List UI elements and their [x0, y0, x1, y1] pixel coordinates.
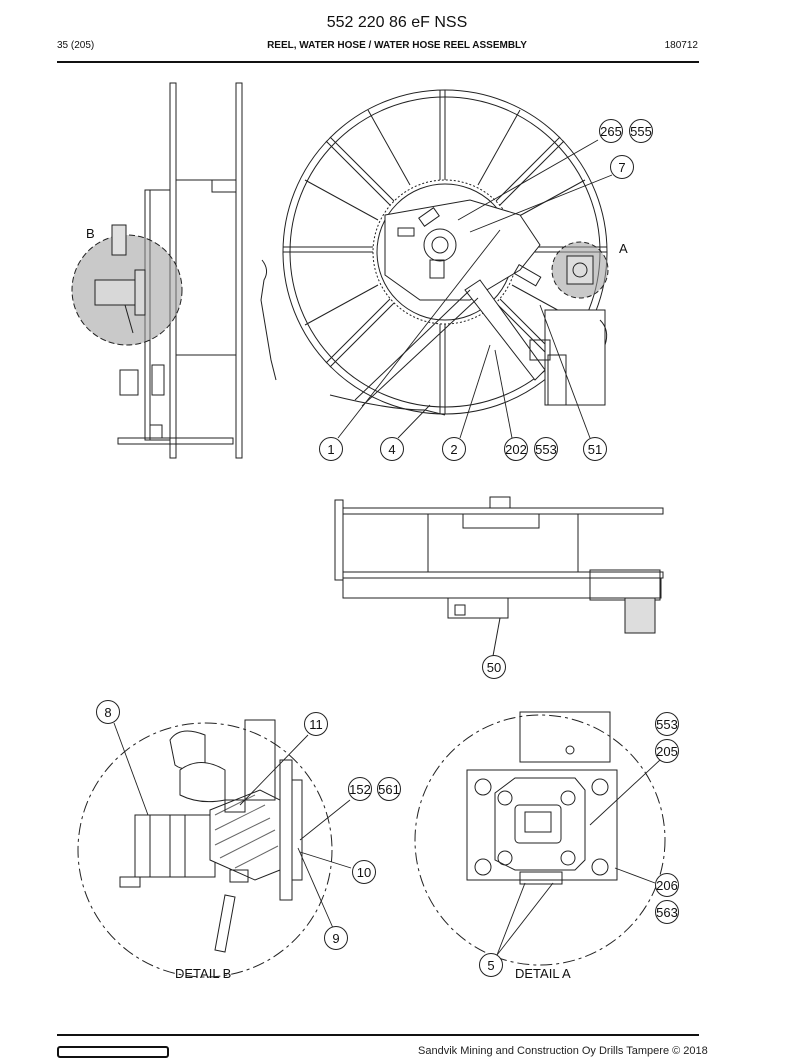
callout-4: 4: [380, 437, 404, 461]
callout-7: 7: [610, 155, 634, 179]
sandvik-logo: [57, 1046, 169, 1058]
callout-1: 1: [319, 437, 343, 461]
header-rule: [57, 61, 699, 63]
callout-11: 11: [304, 712, 328, 736]
callout-205: 205: [655, 739, 679, 763]
page-number: 35 (205): [57, 40, 95, 51]
callout-9: 9: [324, 926, 348, 950]
section-title: REEL, WATER HOSE / WATER HOSE REEL ASSEM…: [267, 40, 527, 51]
callout-5: 5: [479, 953, 503, 977]
callout-10: 10: [352, 860, 376, 884]
detail-b-marker: B: [86, 226, 95, 241]
callout-553: 553: [534, 437, 558, 461]
detail-a-label: DETAIL A: [515, 966, 571, 981]
callout-152: 152: [348, 777, 372, 801]
document-number: 552 220 86 eF NSS: [326, 14, 468, 31]
detail-b-view: [77, 719, 352, 978]
detail-b-label: DETAIL B: [175, 966, 232, 981]
footer-rule: [57, 1034, 699, 1036]
reel-plan-view: [334, 496, 664, 657]
callout-561: 561: [377, 777, 401, 801]
callout-202: 202: [504, 437, 528, 461]
copyright-text: Sandvik Mining and Construction Oy Drill…: [418, 1045, 708, 1057]
detail-b-small-motor: [94, 224, 146, 334]
detail-a-view: [414, 711, 666, 966]
callout-555: 555: [629, 119, 653, 143]
callout-51: 51: [583, 437, 607, 461]
callout-265: 265: [599, 119, 623, 143]
callout-50: 50: [482, 655, 506, 679]
detail-a-marker: A: [619, 241, 628, 256]
callout-553-detail: 553: [655, 712, 679, 736]
callout-2: 2: [442, 437, 466, 461]
callout-206: 206: [655, 873, 679, 897]
callout-563: 563: [655, 900, 679, 924]
reel-front-view: [282, 89, 608, 416]
revision-date: 180712: [664, 40, 698, 51]
callout-8: 8: [96, 700, 120, 724]
